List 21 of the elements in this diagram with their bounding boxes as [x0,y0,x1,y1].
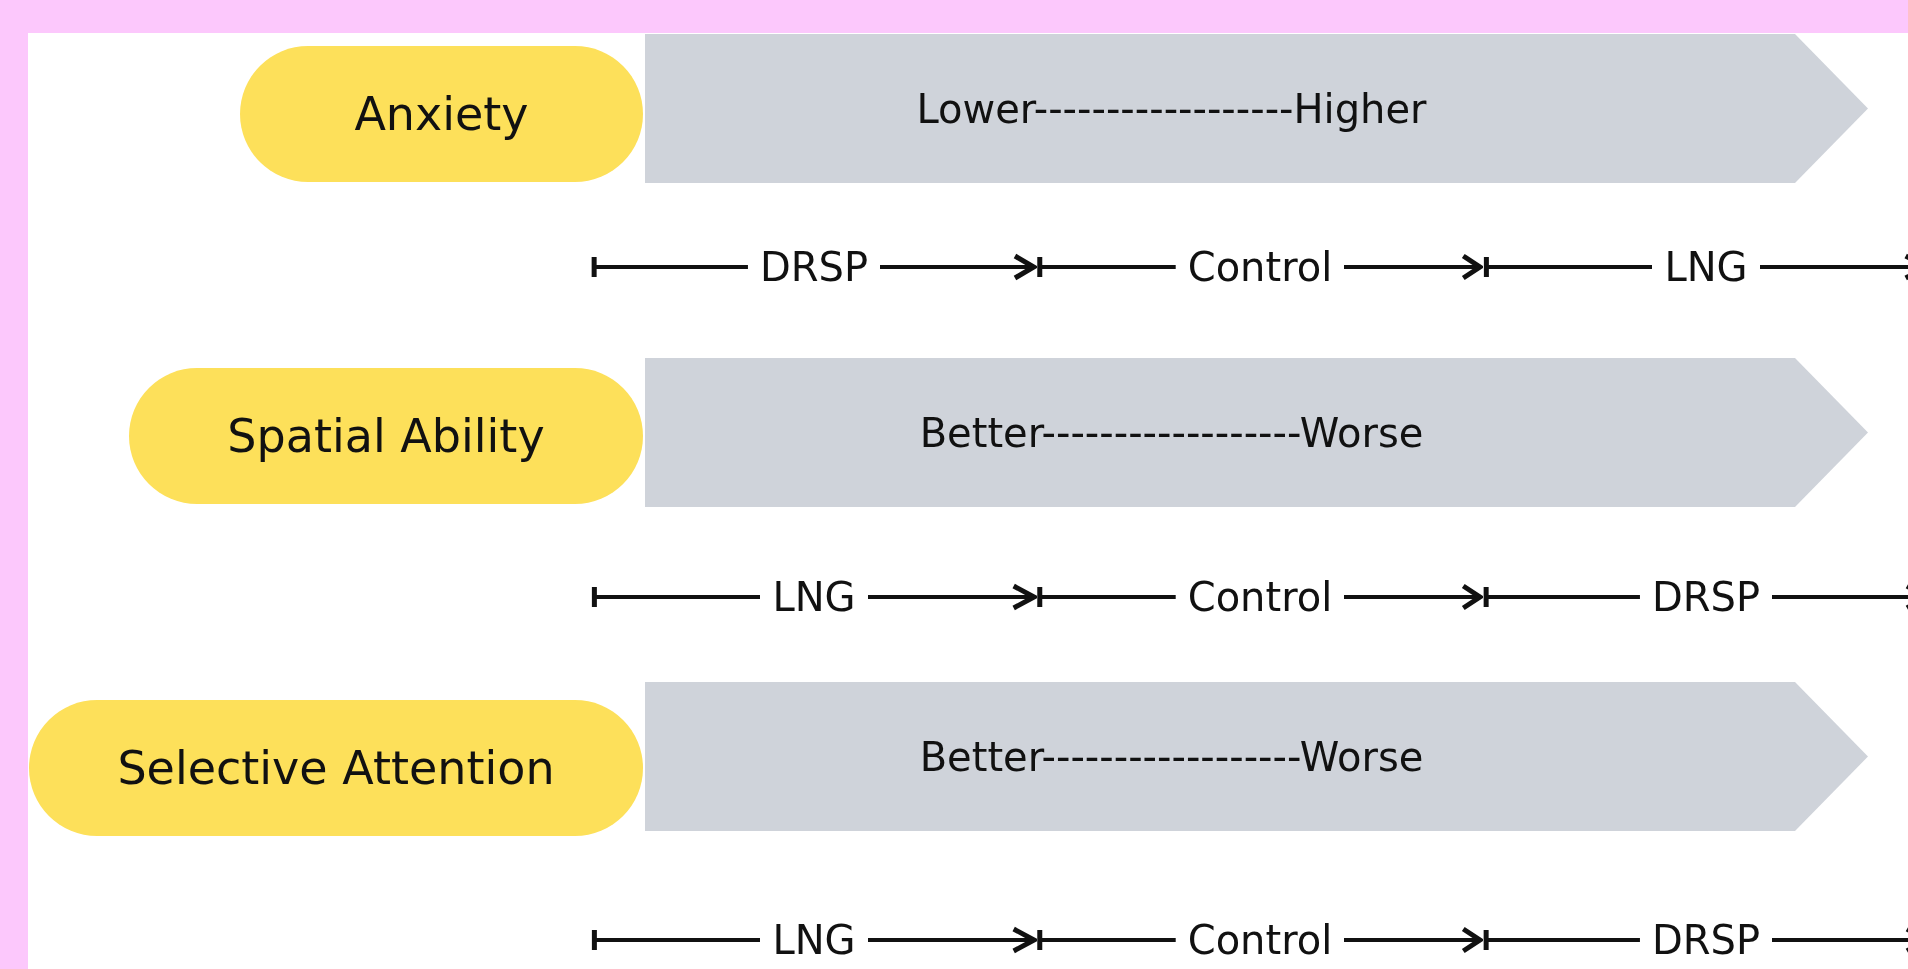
scale-arrow-band [645,358,1868,507]
range-label: LNG [1663,244,1749,290]
scale-label: Lower------------------Higher [916,85,1427,132]
scale-arrow-band [645,682,1868,831]
category-pill [240,46,643,182]
range-label: Control [1186,574,1334,620]
range-label: LNG [771,917,857,963]
range-label: DRSP [758,244,870,290]
scale-label: Better------------------Worse [919,733,1424,780]
category-pill [129,368,643,504]
scale-arrow-band [645,34,1868,183]
range-label: DRSP [1650,574,1762,620]
category-label: Anxiety [354,87,529,141]
range-label: Control [1186,244,1334,290]
scale-label: Better------------------Worse [919,409,1424,456]
range-label: LNG [771,574,857,620]
category-label: Spatial Ability [227,409,545,463]
range-label: DRSP [1650,917,1762,963]
range-label: Control [1186,917,1334,963]
category-label: Selective Attention [117,741,555,795]
category-pill [29,700,643,836]
